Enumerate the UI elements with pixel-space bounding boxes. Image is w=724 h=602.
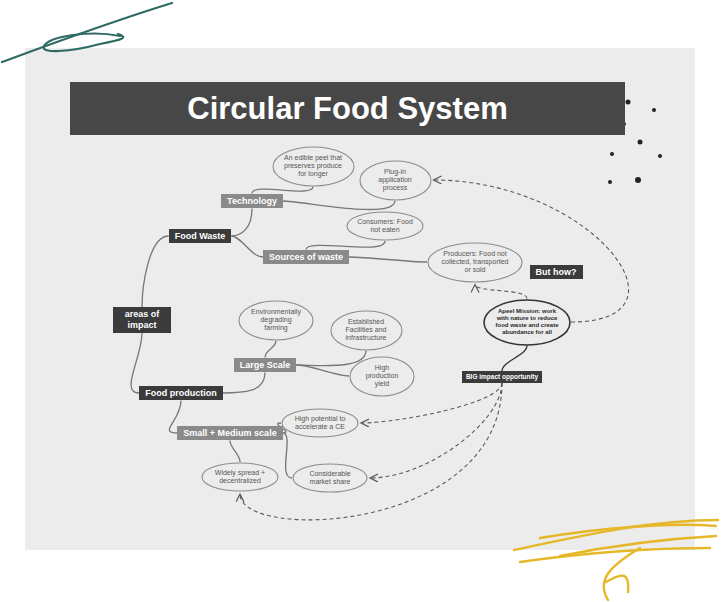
idea-ellipse: Considerable market share bbox=[292, 463, 368, 493]
node-text: High potential to accelerate a CE bbox=[292, 415, 348, 431]
dashed-arrow bbox=[370, 383, 502, 478]
title: Circular Food System bbox=[187, 91, 507, 127]
node-text: An edible peel that preserves produce fo… bbox=[283, 154, 343, 178]
node-text: But how? bbox=[536, 267, 577, 278]
ellipse-shape bbox=[273, 147, 354, 186]
dashed-arrow bbox=[475, 285, 527, 299]
node-text: Food production bbox=[145, 388, 216, 399]
idea-ellipse: Consumers: Food not eaten bbox=[346, 211, 424, 241]
heading-box: Food production bbox=[139, 386, 222, 401]
ellipse-shape bbox=[347, 212, 423, 240]
connector bbox=[306, 241, 385, 250]
node-text: BIG impact opportunity bbox=[466, 373, 538, 381]
connector bbox=[231, 208, 252, 236]
connector bbox=[231, 236, 263, 257]
node-text: Large Scale bbox=[240, 360, 291, 371]
connector bbox=[296, 365, 349, 376]
ellipse-shape bbox=[350, 357, 414, 396]
connector bbox=[349, 257, 427, 262]
yellow-scribble bbox=[514, 520, 718, 600]
heading-box: areas of impact bbox=[113, 307, 171, 333]
heading-box: Food Waste bbox=[169, 229, 232, 244]
node-text: Plug-in application process bbox=[369, 168, 421, 192]
ellipse-shape bbox=[282, 409, 358, 437]
category-box: Technology bbox=[221, 194, 283, 209]
heading-box: BIG impact opportunity bbox=[462, 371, 542, 383]
idea-ellipse: Plug-in application process bbox=[359, 160, 432, 201]
node-text: Food Waste bbox=[175, 231, 226, 242]
node-text: Producers: Food not collected, transport… bbox=[440, 250, 510, 274]
ellipse-shape bbox=[484, 300, 570, 345]
ellipse-shape bbox=[331, 311, 402, 350]
idea-ellipse: High potential to accelerate a CE bbox=[281, 408, 359, 438]
idea-ellipse: Producers: Food not collected, transport… bbox=[427, 242, 523, 283]
node-text: Technology bbox=[227, 196, 277, 207]
connector bbox=[502, 346, 527, 372]
category-box: Small + Medium scale bbox=[177, 426, 282, 441]
idea-ellipse: Established Facilities and infrastructur… bbox=[330, 310, 403, 351]
node-text: Considerable market share bbox=[303, 470, 357, 486]
category-box: Sources of waste bbox=[263, 250, 349, 265]
node-text: Sources of waste bbox=[269, 252, 343, 263]
connector bbox=[265, 341, 276, 358]
dashed-arrow bbox=[240, 383, 502, 520]
ellipse-shape bbox=[360, 161, 431, 200]
ellipse-shape bbox=[428, 243, 522, 282]
node-text: Widely spread + decentralized bbox=[212, 469, 268, 485]
idea-ellipse: An edible peel that preserves produce fo… bbox=[272, 146, 355, 187]
node-text: High production yield bbox=[359, 364, 405, 388]
connector bbox=[223, 372, 265, 393]
ellipse-shape bbox=[239, 301, 313, 340]
category-box: Large Scale bbox=[234, 358, 297, 373]
node-text: Established Facilities and infrastructur… bbox=[340, 318, 392, 342]
idea-ellipse: Apeel Mission: work with nature to reduc… bbox=[483, 299, 571, 346]
node-text: Consumers: Food not eaten bbox=[357, 218, 413, 234]
title-band: Circular Food System bbox=[70, 82, 625, 135]
ellipse-shape bbox=[202, 463, 278, 491]
node-text: Small + Medium scale bbox=[183, 428, 276, 439]
node-text: Environmentally degrading farming bbox=[249, 308, 303, 332]
connector bbox=[296, 351, 366, 366]
connector bbox=[252, 187, 313, 194]
ellipse-shape bbox=[293, 464, 367, 492]
node-text: Apeel Mission: work with nature to reduc… bbox=[495, 308, 559, 337]
idea-ellipse: High production yield bbox=[349, 356, 415, 397]
connector bbox=[131, 333, 142, 393]
connector bbox=[230, 440, 240, 462]
teal-swoosh bbox=[2, 3, 172, 62]
connector bbox=[142, 236, 169, 307]
heading-box: But how? bbox=[530, 265, 583, 280]
connector bbox=[283, 201, 395, 210]
node-text: areas of impact bbox=[119, 309, 165, 331]
idea-ellipse: Widely spread + decentralized bbox=[201, 462, 279, 492]
idea-ellipse: Environmentally degrading farming bbox=[238, 300, 314, 341]
connector bbox=[283, 433, 292, 478]
